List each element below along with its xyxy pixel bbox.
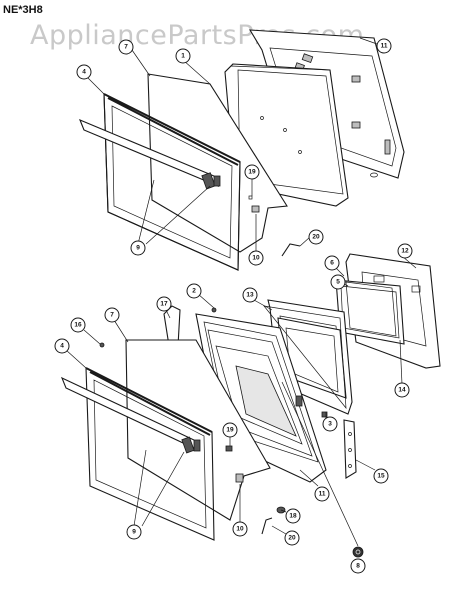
callout-11-bottom: 11 — [314, 486, 330, 502]
callout-7-bottom: 7 — [104, 307, 120, 323]
part-10-bracket — [251, 205, 260, 213]
svg-text:6: 6 — [330, 260, 334, 267]
svg-text:10: 10 — [236, 526, 244, 533]
part-4-outer-frame — [103, 93, 241, 271]
callout-10-bottom: 10 — [232, 521, 248, 537]
svg-text:19: 19 — [226, 427, 234, 434]
svg-text:13: 13 — [246, 292, 254, 299]
callout-19-top: 19 — [244, 164, 260, 180]
part-8-knob — [352, 546, 364, 558]
callout-2: 2 — [186, 283, 202, 299]
callout-18: 18 — [285, 508, 301, 524]
part-7-insulation-lower — [125, 339, 271, 521]
svg-text:7: 7 — [110, 312, 114, 319]
svg-text:15: 15 — [377, 473, 385, 480]
svg-text:7: 7 — [124, 44, 128, 51]
svg-text:9: 9 — [136, 245, 140, 252]
callout-13: 13 — [242, 287, 258, 303]
lower-door-assembly: 2 17 13 6 12 5 16 7 4 14 3 19 15 11 9 18… — [54, 243, 441, 574]
svg-text:2: 2 — [192, 288, 196, 295]
callout-11-top: 11 — [376, 38, 392, 54]
svg-text:3: 3 — [328, 421, 332, 428]
part-16-screw — [99, 342, 105, 348]
part-15-bracket — [343, 419, 357, 479]
svg-text:10: 10 — [252, 255, 260, 262]
svg-text:11: 11 — [381, 43, 388, 50]
callout-3: 3 — [322, 416, 338, 432]
svg-text:16: 16 — [74, 322, 82, 329]
callout-19-bottom: 19 — [222, 422, 238, 438]
callout-20-bottom: 20 — [284, 530, 300, 546]
svg-text:8: 8 — [356, 563, 360, 570]
svg-text:18: 18 — [289, 513, 297, 520]
svg-text:1: 1 — [181, 53, 185, 60]
callout-7-top: 7 — [118, 39, 134, 55]
part-20-clip — [281, 243, 301, 257]
callout-15: 15 — [373, 468, 389, 484]
svg-text:11: 11 — [319, 491, 326, 498]
part-4-outer-frame-lower — [85, 367, 215, 541]
callout-5: 5 — [330, 274, 346, 290]
callout-4-bottom: 4 — [54, 338, 70, 354]
part-19-screw — [225, 445, 233, 452]
svg-text:4: 4 — [60, 343, 64, 350]
part-2-screw — [211, 307, 217, 313]
svg-text:5: 5 — [336, 279, 340, 286]
callout-4-top: 4 — [76, 64, 92, 80]
svg-text:17: 17 — [160, 301, 168, 308]
callout-8: 8 — [350, 558, 366, 574]
callout-9-bottom: 9 — [126, 524, 142, 540]
callout-16: 16 — [70, 317, 86, 333]
callout-10-top: 10 — [248, 250, 264, 266]
part-9-handle-lower — [60, 376, 201, 454]
upper-door-assembly: 11 7 1 4 19 9 10 20 — [76, 29, 405, 271]
part-9-handle — [79, 118, 221, 190]
callout-14: 14 — [394, 382, 410, 398]
model-number: NE*3H8 — [3, 4, 43, 16]
svg-text:19: 19 — [248, 169, 256, 176]
callout-1-top: 1 — [175, 48, 191, 64]
svg-text:4: 4 — [82, 69, 86, 76]
callout-9-top: 9 — [130, 240, 146, 256]
svg-text:9: 9 — [132, 529, 136, 536]
callout-6: 6 — [324, 255, 340, 271]
part-10-bracket-lower — [235, 473, 244, 483]
svg-text:12: 12 — [401, 248, 409, 255]
callout-20-top: 20 — [308, 229, 324, 245]
callout-12: 12 — [397, 243, 413, 259]
part-20-clip-lower — [261, 517, 273, 535]
svg-text:20: 20 — [312, 234, 320, 241]
svg-text:14: 14 — [398, 387, 406, 394]
callout-17: 17 — [156, 296, 172, 312]
part-5-seal — [345, 281, 397, 337]
svg-text:20: 20 — [288, 535, 296, 542]
